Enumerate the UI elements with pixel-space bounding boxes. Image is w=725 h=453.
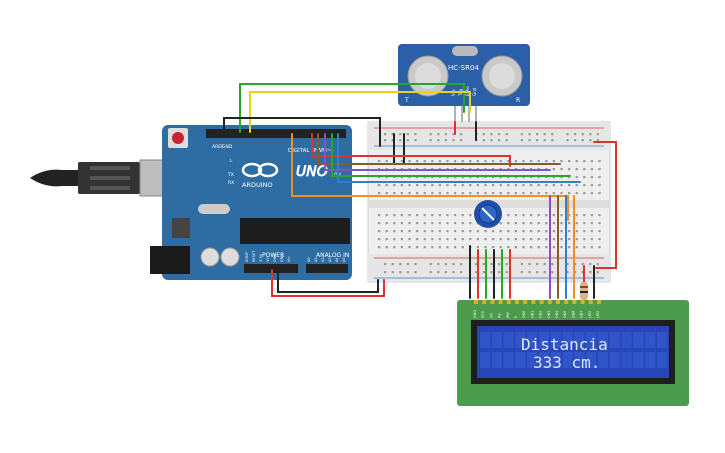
- lcd-pin-label: GND: [473, 310, 477, 318]
- lcd-pin-label: DB6: [571, 311, 575, 318]
- usb-cable: [30, 159, 173, 197]
- lcd-pin-label: DB3: [547, 311, 551, 318]
- wire-brown: [317, 133, 561, 165]
- lcd-pin-label: LED: [588, 311, 592, 318]
- wire-orange: [291, 133, 569, 221]
- wire-black-bottom: [277, 269, 379, 293]
- wire-red-d12: [311, 133, 511, 167]
- analog-pin-labels: A0 A1 A2 A3 A4 A5: [307, 257, 346, 262]
- analog-pin-label: A1: [314, 257, 318, 262]
- power-pin-label: 3.3V: [259, 253, 263, 262]
- breadboard-holes: [378, 133, 601, 274]
- wire-green-d: [331, 133, 571, 177]
- power-pin-label: Vin: [287, 256, 291, 262]
- digital-label: DIGITAL (PWM~): [288, 148, 334, 154]
- lcd-pin-label: V0: [489, 313, 493, 318]
- power-pin-label: RESET: [252, 250, 256, 262]
- wires: [223, 83, 617, 299]
- aref-label: AREF: [212, 144, 224, 150]
- lcd-line-2: 333 cm.: [533, 353, 600, 372]
- wire-green-trig: [239, 83, 465, 133]
- power-label: POWER: [262, 252, 284, 259]
- power-pin-label: 5V: [266, 257, 270, 262]
- lcd-pin-label: RS: [498, 313, 502, 318]
- arduino-uno-board: ARDUINO UNO DIGITAL (PWM~) POWER ANALOG …: [150, 125, 352, 280]
- sensor-side-right: R: [516, 97, 520, 104]
- lcd-pin-label: DB7: [580, 311, 584, 318]
- wire-yellow-echo: [249, 91, 471, 133]
- analog-label: ANALOG IN: [316, 252, 349, 259]
- power-pin-label: IOREF: [245, 252, 249, 262]
- lcd-pin-label: DB1: [530, 311, 534, 318]
- ultrasonic-sensor: HC-SR04 T R Vcc Trig Echo Gnd: [398, 44, 530, 122]
- wire-red-rail-top: [593, 141, 617, 269]
- resistor: [580, 282, 588, 300]
- lcd-pin-label: LED: [596, 311, 600, 318]
- power-pin-labels: IOREF RESET 3.3V 5V GND GND Vin: [245, 250, 291, 262]
- lcd-pin-labels: GND VCC V0 RS RW E DB0 DB1 DB2 DB3 DB4 DB5 DB6 DB7 LED…: [473, 300, 601, 318]
- sensor-model: HC-SR04: [448, 64, 479, 72]
- wire-red-bottom: [271, 269, 385, 297]
- lcd-pin-label: DB0: [522, 311, 526, 318]
- lcd-character-grid: [480, 332, 667, 368]
- analog-pin-label: A4: [335, 257, 339, 262]
- sensor-pin-label: Gnd: [472, 87, 477, 96]
- power-pin-label: GND: [273, 254, 277, 262]
- wire-blue: [337, 133, 581, 183]
- wire-black-sensor-gnd: [223, 117, 381, 147]
- led-l-label: L: [230, 158, 233, 164]
- tx-label: TX: [227, 172, 234, 178]
- arduino-model: UNO: [296, 164, 328, 180]
- lcd-pin-label: DB2: [539, 311, 543, 318]
- analog-pin-label: A0: [307, 257, 311, 262]
- gnd-label: GND: [222, 144, 233, 150]
- sensor-pin-label: Echo: [465, 86, 470, 96]
- lcd-pin-label: DB5: [563, 311, 567, 318]
- lcd-pin-label: E: [514, 316, 518, 318]
- lcd-line-1: Distancia: [521, 335, 608, 354]
- potentiometer: [474, 200, 502, 228]
- rx-label: RX: [228, 180, 234, 186]
- wire-purple: [324, 133, 551, 171]
- lcd-module: Distancia 333 cm. GND VCC V0 RS RW E DB0 DB1 DB2…: [457, 300, 689, 406]
- analog-pin-label: A5: [342, 257, 346, 262]
- analog-pin-label: A3: [328, 257, 332, 262]
- sensor-side-left: T: [404, 97, 409, 104]
- lcd-pin-label: RW: [506, 312, 510, 318]
- analog-pin-label: A2: [321, 257, 325, 262]
- arduino-brand: ARDUINO: [242, 181, 273, 189]
- lcd-pin-label: VCC: [481, 310, 485, 318]
- arduino-logo-icon: [241, 162, 279, 178]
- lcd-pin-label: DB4: [555, 310, 559, 318]
- power-pin-label: GND: [280, 254, 284, 262]
